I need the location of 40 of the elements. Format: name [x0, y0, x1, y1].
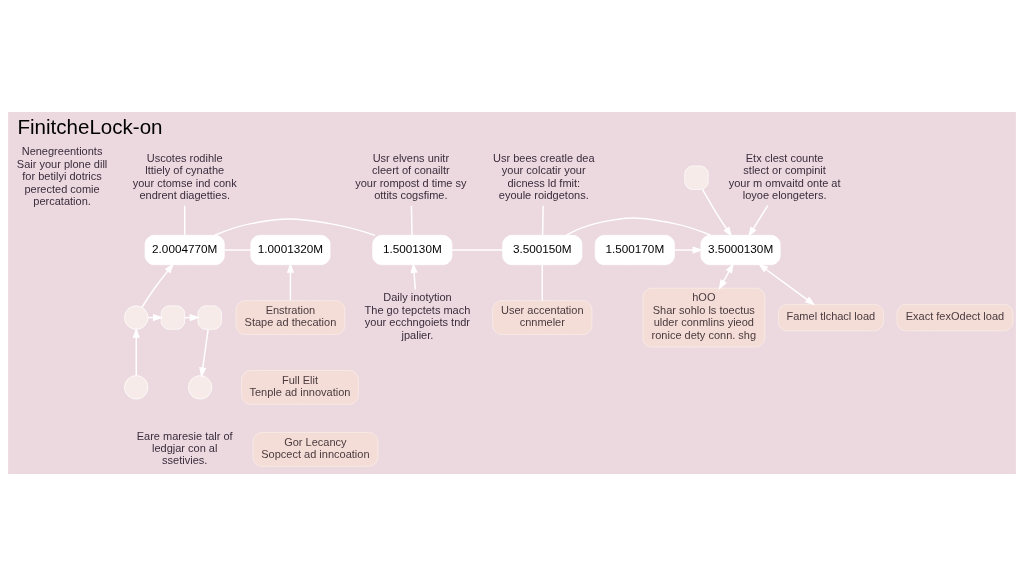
arrow — [748, 204, 769, 237]
node-box: 1.500130M — [372, 234, 453, 265]
node-box: 3.500150M — [502, 234, 583, 265]
arrow — [132, 326, 140, 376]
connector — [410, 204, 413, 236]
connector — [541, 204, 544, 236]
node-box — [197, 305, 222, 330]
connector — [183, 204, 186, 236]
node-box: User accentation cnnmeler — [492, 299, 593, 335]
arrow — [701, 188, 733, 237]
node-box: 1.0001320M — [250, 234, 331, 265]
connector — [213, 217, 376, 236]
node-circle — [124, 374, 149, 399]
arrow — [410, 262, 418, 290]
diagram-title: FinitcheLock-on — [17, 114, 163, 138]
arrow — [141, 262, 174, 308]
node-text: Uscotes rodihle lttiely of cynathe your ctomse ind conk endrent diagetties. — [132, 151, 237, 201]
arrow — [718, 262, 734, 290]
node-text: Usr elvens unitr cleert of conailtr your rompost d time sy ottits cogsfime. — [355, 151, 467, 201]
arrow — [673, 245, 703, 254]
label: Eare maresie talr of ledgjar con al ssetivies. — [136, 428, 233, 466]
node-text: Nenegreentionts Sair your plone dill for betilyi dotrics perected comie percatation. — [16, 144, 108, 207]
node-box: hOO Shar sohlo ls toectus ulder conmlins yieod ronice dety conn. shg — [642, 287, 766, 347]
node-text: Etx clest counte stlect or compinit your m omvaitd onte at loyoe elongeters. — [728, 151, 841, 201]
node-box: Famel tlchacl load — [778, 303, 884, 331]
node-text: Daily inotytion The go tepctets mach your ecchngoiets tndr jpalier. — [364, 290, 471, 341]
node-text: Usr bees creatle dea your colcatir your dicness ld fmit: eyoule roidgetons. — [493, 151, 595, 201]
node-box — [160, 305, 186, 330]
arrow — [757, 263, 816, 306]
node-circle — [188, 374, 213, 399]
node-circle — [124, 305, 149, 330]
arrow — [286, 262, 295, 301]
node-box: Enstration Stape ad thecation — [235, 299, 346, 335]
node-box: 3.5000130M — [700, 234, 781, 265]
connector — [565, 216, 712, 236]
node-box — [684, 165, 709, 190]
connector — [541, 263, 544, 301]
arrow — [199, 328, 209, 378]
node-box: 2.0004770M — [144, 234, 225, 265]
node-box: 1.500170M — [594, 234, 675, 265]
